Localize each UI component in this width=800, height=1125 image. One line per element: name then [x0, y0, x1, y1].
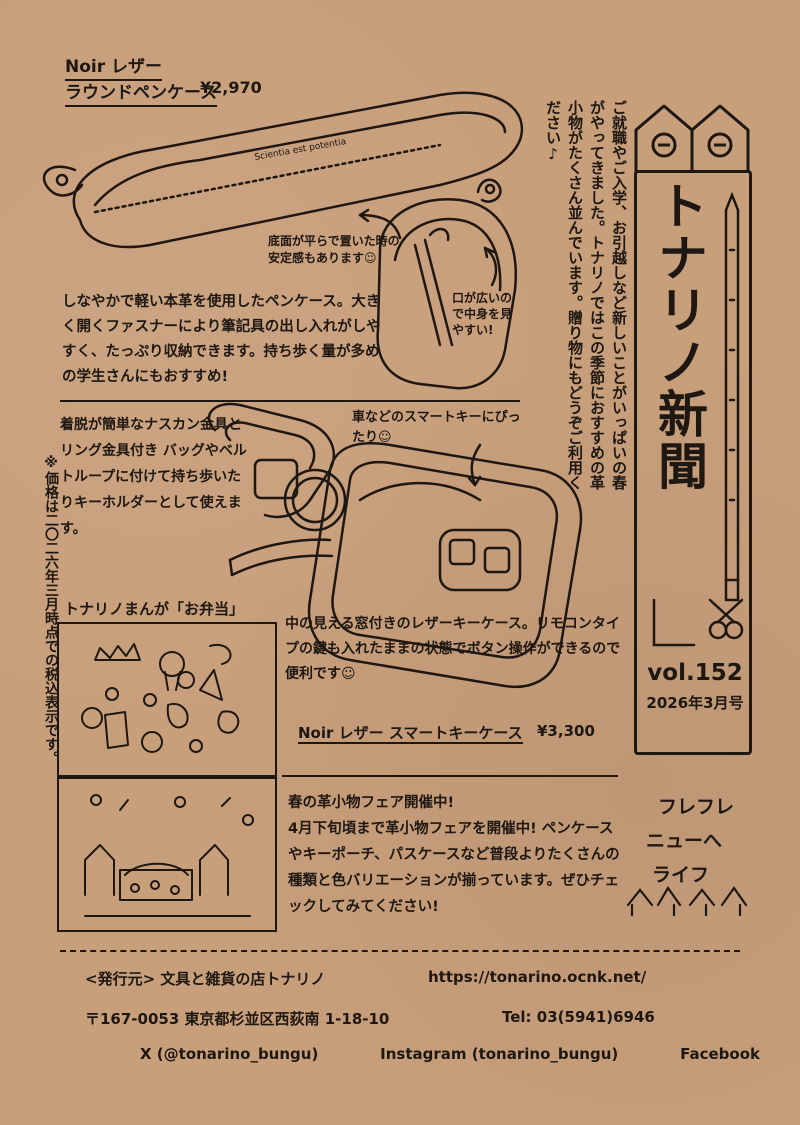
key-case-name-text: Noir レザー スマートキーケース: [298, 724, 523, 744]
tax-note: ※価格は二〇二六年三月時点での税込表示です。: [43, 455, 59, 765]
key-case-note: 車などのスマートキーにぴったり☺: [352, 410, 521, 445]
masthead-title: トナリノ新聞: [650, 180, 708, 492]
footer-publisher: <発行元> 文具と雑貨の店トナリノ: [85, 970, 326, 988]
pen-case-description: しなやかで軽い本革を使用したペンケース。大きく開くファスナーにより筆記具の出し入…: [62, 294, 381, 385]
masthead: トナリノ新聞 vol.152 2026年3月号: [634, 100, 752, 760]
manga-panel-2: [57, 777, 277, 932]
house-roof-icon: [634, 104, 750, 172]
key-case-description: 中の見える窓付きのレザーキーケース。リモコンタイプの鍵も入れたままの状態でボタン…: [285, 616, 621, 682]
key-case-features: 着脱が簡単なナスカン金具とリング金具付き バッグやベルトループに付けて持ち歩いた…: [60, 417, 247, 537]
fair-body: 4月下旬頃まで革小物フェアを開催中! ペンケースやキーポーチ、パスケースなど普段…: [288, 821, 620, 915]
footer-tel: Tel: 03(5941)6946: [502, 1008, 655, 1026]
furefure-slogan: フレフレ ニューへ ライフ: [640, 790, 780, 892]
footer-social: X (@tonarino_bungu) Instagram (tonarino_…: [140, 1045, 760, 1063]
masthead-frame: [634, 170, 752, 755]
pen-case-name-line2: ラウンドペンケース: [65, 81, 218, 107]
pen-case-note-open: 口が広いので中身を見やすい!: [452, 291, 513, 337]
footer-facebook-link[interactable]: Facebook: [680, 1045, 760, 1063]
pen-case-note-bottom: 底面が平らで置いた時の安定感もあります☺: [268, 234, 400, 265]
pen-case-price: ¥2,970: [200, 78, 262, 97]
footer-divider: [60, 950, 740, 952]
stationery-decoration-icon: [652, 191, 744, 647]
fair-announcement: 春の革小物フェア開催中! 4月下旬頃まで革小物フェアを開催中! ペンケースやキー…: [288, 790, 628, 920]
key-case-name: Noir レザー スマートキーケース: [298, 722, 523, 744]
section-divider-2: [282, 775, 618, 777]
intro-text: ご就職やご入学、お引越しなど新しいことがいっぱいの春がやってきました。トナリノで…: [544, 100, 628, 490]
masthead-volume: vol.152: [647, 660, 743, 686]
footer-instagram-link[interactable]: Instagram (tonarino_bungu): [380, 1045, 619, 1063]
fair-title: 春の革小物フェア開催中!: [288, 795, 455, 811]
footer-url-link[interactable]: https://tonarino.ocnk.net/: [428, 968, 647, 986]
pen-case-name-line1: Noir レザー: [65, 55, 163, 81]
section-divider-1: [60, 400, 520, 402]
key-case-price: ¥3,300: [537, 722, 595, 740]
furefure-line1: フレフレ: [658, 796, 735, 818]
manga-title: トナリノまんが「お弁当」: [64, 600, 245, 618]
footer-x-link[interactable]: X (@tonarino_bungu): [140, 1045, 319, 1063]
manga-panel-1: [57, 622, 277, 777]
masthead-date: 2026年3月号: [646, 694, 744, 712]
furefure-line3: ライフ: [652, 864, 710, 886]
footer-address: 〒167-0053 東京都杉並区西荻南 1-18-10: [85, 1010, 390, 1028]
furefure-line2: ニューへ: [646, 830, 723, 852]
pen-case-name: Noir レザー ラウンドペンケース: [65, 55, 218, 107]
